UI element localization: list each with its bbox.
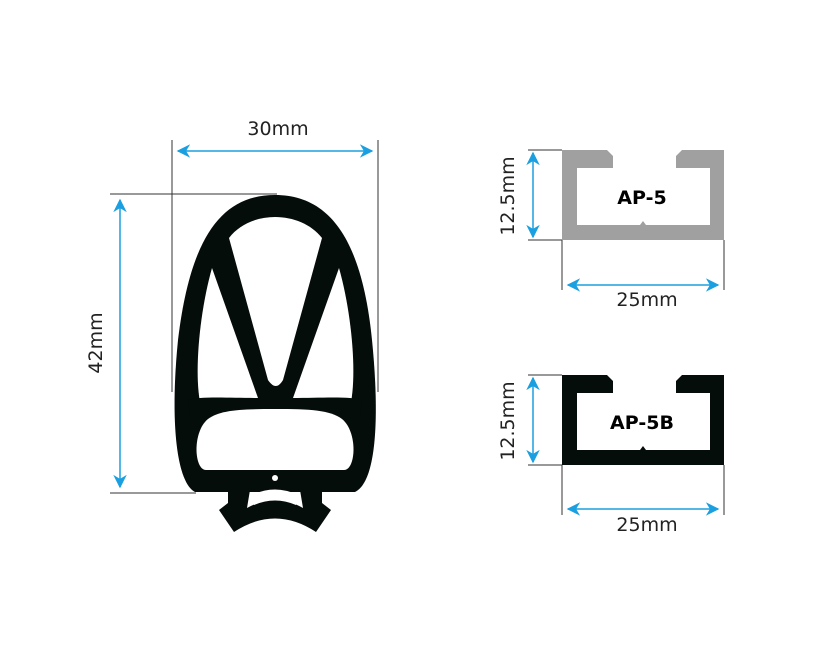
ap5b-name: AP-5B [610,412,674,434]
ap5b-height-label: 12.5mm [497,381,519,460]
ap5-width-label: 25mm [616,289,677,311]
seal-shape [174,195,376,532]
width-label: 30mm [247,118,308,140]
ap5-name: AP-5 [617,187,666,209]
ap5-channel-shape [562,150,724,240]
ap5b-channel-shape [562,375,724,465]
ap5-profile: AP-5 12.5mm 25mm [497,149,725,311]
height-label: 42mm [85,312,107,373]
main-seal-profile: 30mm 42mm [85,118,379,532]
ap5-height-label: 12.5mm [497,156,519,235]
ap5b-width-label: 25mm [616,514,677,536]
ap5b-profile: AP-5B 12.5mm 25mm [497,374,725,536]
